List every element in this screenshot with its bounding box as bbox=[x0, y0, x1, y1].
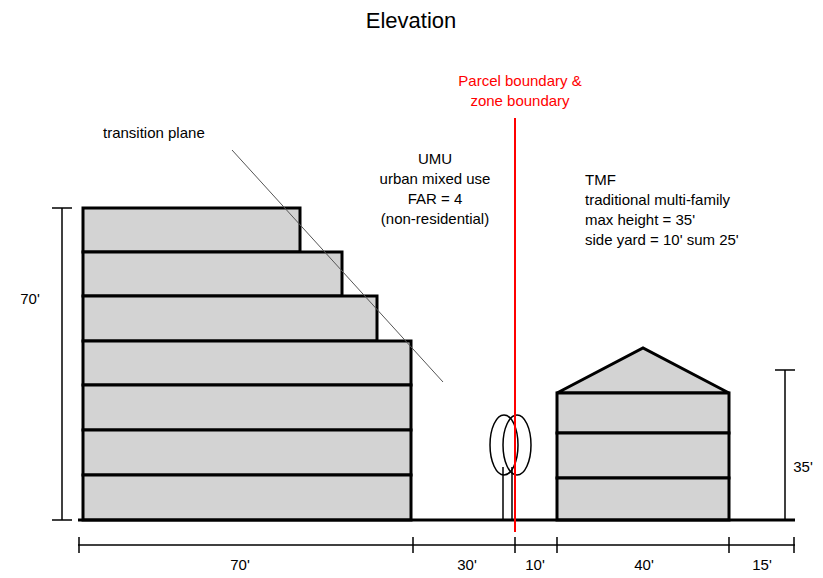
boundary-label: zone boundary bbox=[470, 92, 569, 109]
boundary-label: Parcel boundary & bbox=[458, 72, 581, 89]
house-roof bbox=[557, 348, 729, 393]
plane-label: transition plane bbox=[103, 124, 205, 141]
zone-label: urban mixed use bbox=[380, 170, 491, 187]
tree-crown bbox=[503, 415, 531, 475]
zone-label: side yard = 10' sum 25' bbox=[585, 231, 739, 248]
dimension-line bbox=[78, 544, 795, 546]
dimension-tick bbox=[52, 207, 72, 209]
diagram-title: Elevation bbox=[366, 8, 457, 33]
house-floor bbox=[557, 478, 729, 520]
dimension-label: 40' bbox=[634, 556, 654, 573]
building-floor bbox=[83, 296, 377, 341]
zone-label: FAR = 4 bbox=[408, 190, 463, 207]
dimension-label: 35' bbox=[793, 458, 813, 475]
building-floor bbox=[83, 385, 411, 430]
dimension-tick bbox=[728, 537, 730, 553]
tree-crown bbox=[490, 415, 518, 475]
house-floor bbox=[557, 393, 729, 433]
zone-label: (non-residential) bbox=[381, 210, 489, 227]
zone-label: traditional multi-family bbox=[585, 191, 730, 208]
building-floor bbox=[83, 430, 411, 475]
dimension-label: 10' bbox=[525, 556, 545, 573]
building-floor bbox=[83, 208, 300, 252]
dimension-label: 30' bbox=[457, 556, 477, 573]
building-floor bbox=[83, 252, 342, 296]
zone-label: UMU bbox=[418, 150, 452, 167]
boundary-line bbox=[514, 118, 516, 532]
ground-line bbox=[78, 519, 795, 522]
dimension-tick bbox=[412, 537, 414, 553]
dimension-line bbox=[784, 370, 786, 520]
dimension-label: 70' bbox=[20, 290, 40, 307]
dimension-tick bbox=[775, 369, 795, 371]
dimension-tick bbox=[52, 519, 72, 521]
dimension-tick bbox=[556, 537, 558, 553]
dimension-label: 15' bbox=[752, 556, 772, 573]
dimension-label: 70' bbox=[230, 556, 250, 573]
dimension-line bbox=[61, 208, 63, 520]
building-floor bbox=[83, 475, 411, 520]
tree-trunk bbox=[502, 467, 504, 520]
dimension-tick bbox=[793, 537, 795, 553]
building-floor bbox=[83, 341, 411, 385]
tree-trunk bbox=[511, 467, 513, 520]
dimension-tick bbox=[514, 537, 516, 553]
zone-label: max height = 35' bbox=[585, 211, 695, 228]
zone-label: TMF bbox=[585, 171, 616, 188]
house-floor bbox=[557, 433, 729, 478]
dimension-tick bbox=[78, 537, 80, 553]
